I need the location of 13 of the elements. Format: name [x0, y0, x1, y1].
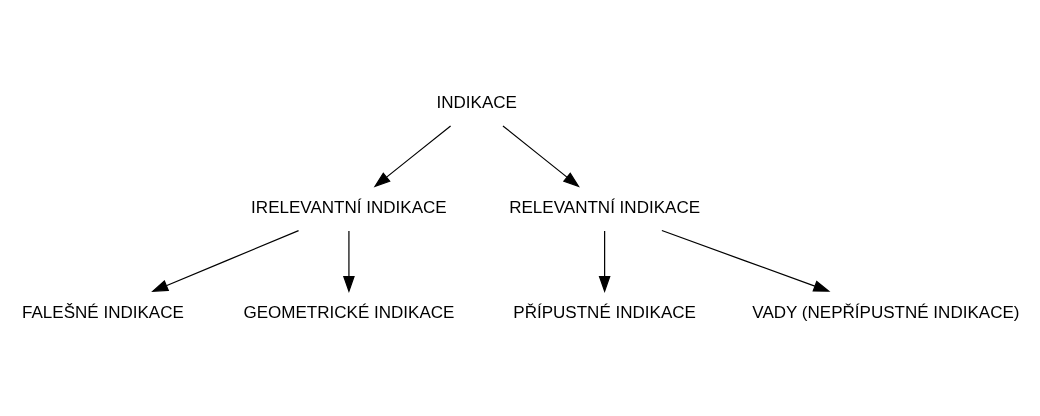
- arrow: [373, 124, 452, 187]
- node-text: IRELEVANTNÍ INDIKACE: [251, 197, 447, 217]
- node-text: FALEŠNÉ INDIKACE: [22, 302, 184, 322]
- arrow: [151, 229, 300, 292]
- arrow: [502, 124, 580, 187]
- node-text: VADY (NEPŘÍPUSTNÉ INDIKACE): [752, 302, 1020, 322]
- arrow: [598, 229, 611, 293]
- node-text: RELEVANTNÍ INDIKACE: [509, 197, 701, 217]
- arrow: [342, 229, 355, 293]
- arrow: [661, 229, 831, 292]
- node-text: GEOMETRICKÉ INDIKACE: [243, 302, 455, 322]
- node-text: INDIKACE: [436, 92, 517, 112]
- node-text: PŘÍPUSTNÉ INDIKACE: [513, 302, 696, 322]
